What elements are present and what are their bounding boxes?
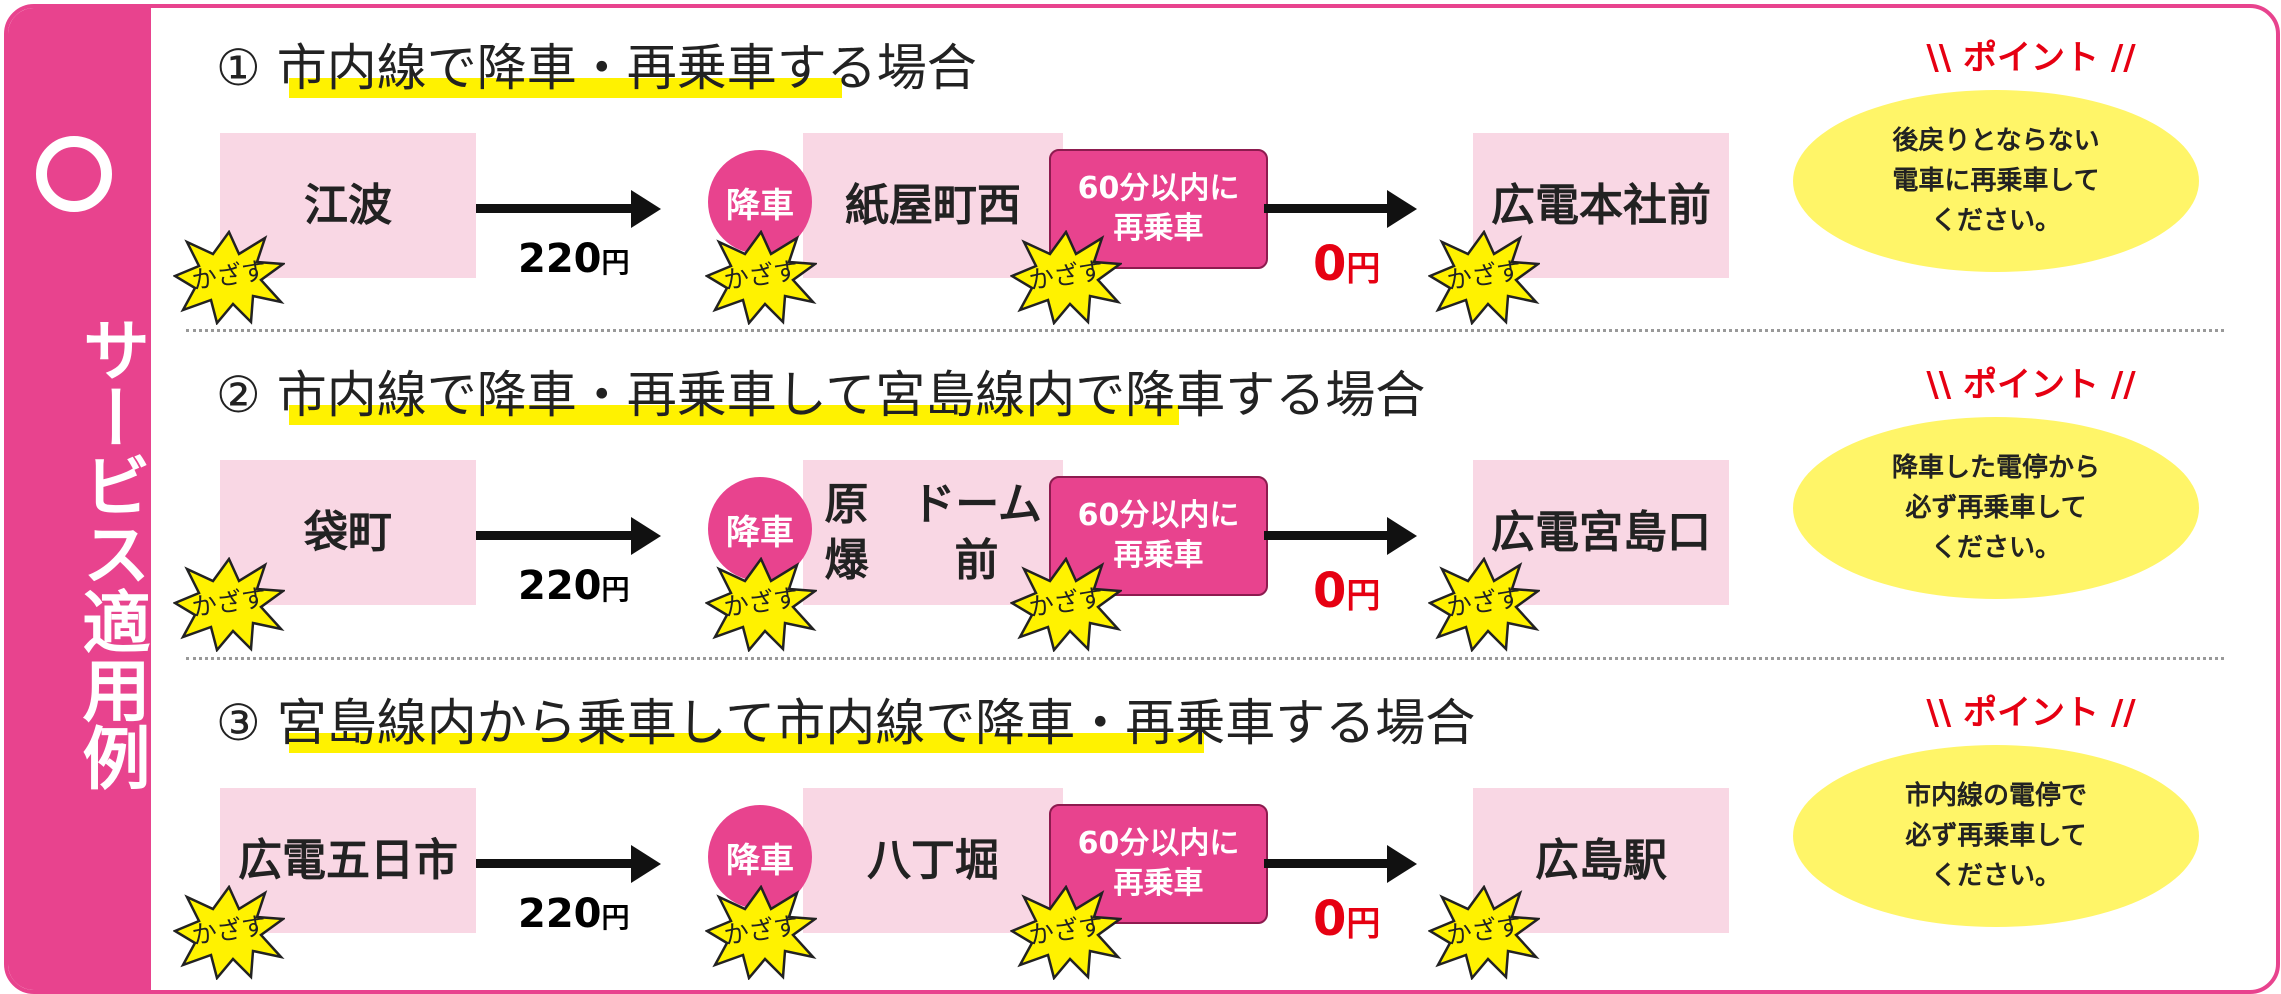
starburst-icon [1010,885,1122,980]
starburst-icon [1428,885,1540,980]
double-slash-icon: // [2110,693,2136,733]
fare-arrow [1264,204,1392,213]
starburst-icon [1428,230,1540,325]
starburst-icon [1428,557,1540,652]
starburst-icon [705,230,817,325]
section-title: ① 市内線で降車・再乗車する場合 [216,39,977,97]
fare-arrow [476,204,634,213]
kazasu-badge: かざす [1010,557,1122,652]
starburst-icon [705,557,817,652]
arrow-right-icon [1387,517,1417,555]
kazasu-badge: かざす [705,885,817,980]
starburst-icon [1010,557,1122,652]
free-fare: 0円 [1313,563,1381,619]
section-title: ② 市内線で降車・再乗車して宮島線内で降車する場合 [216,366,1426,424]
double-slash-icon: // [2110,365,2136,405]
fare-arrow [476,859,634,868]
origin-stop: 江波 [220,133,476,278]
section-divider [186,329,2224,332]
sidebar-title: サービス適用例 [70,315,149,791]
fare-arrow [476,531,634,540]
service-example-panel: サービス適用例 ① 市内線で降車・再乗車する場合 江波 かざす 220円 紙屋町… [4,4,2280,994]
point-label: \\ ポイント // [1926,38,2136,78]
double-slash-icon: \\ [1926,693,1952,733]
arrow-right-icon [1387,845,1417,883]
kazasu-badge: かざす [1010,885,1122,980]
point-bubble: 降車した電停から必ず再乗車してください。 [1793,417,2199,599]
kazasu-badge: かざす [705,230,817,325]
double-slash-icon: \\ [1926,38,1952,78]
title-highlight [289,405,1179,425]
arrow-right-icon [631,517,661,555]
alight-badge: 降車 [708,477,812,581]
free-fare: 0円 [1313,236,1381,292]
transfer-stop: 八丁堀 [803,788,1063,933]
starburst-icon [173,230,285,325]
section-divider [186,657,2224,660]
sidebar: サービス適用例 [8,8,151,990]
arrow-right-icon [631,845,661,883]
starburst-icon [173,557,285,652]
title-highlight [289,78,842,98]
kazasu-badge: かざす [705,557,817,652]
fare-price: 220円 [518,563,630,609]
origin-stop: 広電五日市 [220,788,476,933]
alight-badge: 降車 [708,150,812,254]
kazasu-badge: かざす [173,557,285,652]
fare-arrow [1264,531,1392,540]
transfer-stop: 紙屋町西 [803,133,1063,278]
point-label: \\ ポイント // [1926,693,2136,733]
origin-stop: 袋町 [220,460,476,605]
point-bubble: 後戻りとならない電車に再乗車してください。 [1793,90,2199,272]
free-fare: 0円 [1313,891,1381,947]
destination-stop: 広電本社前 [1473,133,1729,278]
kazasu-badge: かざす [1428,557,1540,652]
double-slash-icon: // [2110,38,2136,78]
kazasu-badge: かざす [1428,885,1540,980]
kazasu-badge: かざす [1428,230,1540,325]
point-bubble: 市内線の電停で必ず再乗車してください。 [1793,745,2199,927]
fare-price: 220円 [518,236,630,282]
fare-price: 220円 [518,891,630,937]
kazasu-badge: かざす [173,230,285,325]
arrow-right-icon [1387,190,1417,228]
reboard-badge: 60分以内に再乗車 [1049,149,1268,269]
example-section-2: ② 市内線で降車・再乗車して宮島線内で降車する場合 袋町 かざす 220円 原爆… [153,335,2276,660]
example-section-1: ① 市内線で降車・再乗車する場合 江波 かざす 220円 紙屋町西 降車 かざす… [153,8,2276,333]
kazasu-badge: かざす [173,885,285,980]
transfer-stop: 原爆ドーム前 [803,460,1063,605]
fare-arrow [1264,859,1392,868]
point-label: \\ ポイント // [1926,365,2136,405]
double-slash-icon: \\ [1926,365,1952,405]
alight-badge: 降車 [708,805,812,909]
section-title: ③ 宮島線内から乗車して市内線で降車・再乗車する場合 [216,694,1476,752]
arrow-right-icon [631,190,661,228]
starburst-icon [1010,230,1122,325]
starburst-icon [173,885,285,980]
title-highlight [289,733,1204,753]
starburst-icon [705,885,817,980]
kazasu-badge: かざす [1010,230,1122,325]
example-section-3: ③ 宮島線内から乗車して市内線で降車・再乗車する場合 広電五日市 かざす 220… [153,663,2276,988]
circle-icon [36,136,112,212]
